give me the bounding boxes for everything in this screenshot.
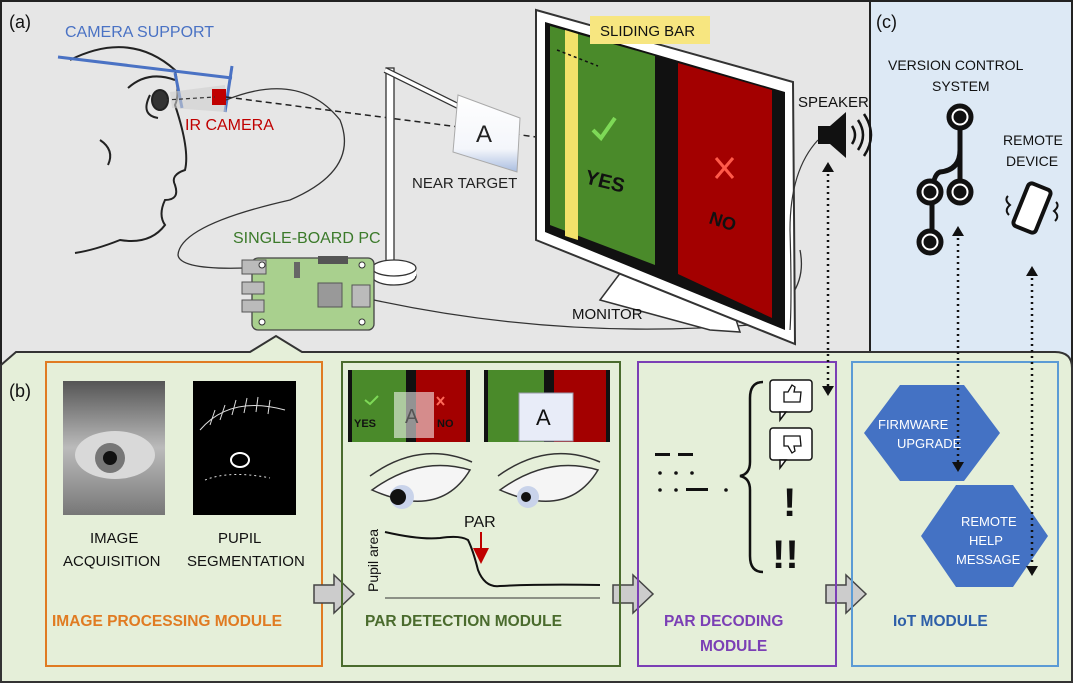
acquisition-label-2: ACQUISITION — [63, 553, 161, 570]
thumbs-up-icon — [769, 379, 813, 423]
single-board-pc-illustration — [241, 256, 375, 331]
segmentation-label-1: PUPIL — [218, 530, 261, 547]
remote-help-label-3: MESSAGE — [956, 552, 1021, 567]
thumb-letter-focused: A — [536, 405, 551, 430]
firmware-label-1: FIRMWARE — [878, 417, 949, 432]
speaker-label: SPEAKER — [798, 94, 869, 111]
monitor-label: MONITOR — [572, 306, 643, 323]
acquisition-label-1: IMAGE — [90, 530, 138, 547]
par-decoding-module-box — [637, 361, 837, 667]
image-processing-module-box — [45, 361, 323, 667]
pupil-segmentation-image — [193, 381, 296, 515]
pupil-area-axis-label: Pupil area — [365, 529, 381, 592]
near-target-letter: A — [476, 121, 492, 148]
screen-thumbnail-focused — [484, 370, 610, 442]
dotted-connectors — [826, 168, 1034, 570]
decoding-brace — [739, 380, 764, 574]
monitor-illustration — [535, 8, 797, 346]
par-detection-module-box — [341, 361, 621, 667]
smartphone-icon — [1005, 181, 1059, 235]
par-detection-title: PAR DETECTION MODULE — [365, 613, 562, 630]
sliding-bar-label: SLIDING BAR — [600, 23, 695, 40]
thumb-no-label: NO — [437, 418, 454, 430]
camera-sight-line — [164, 96, 216, 101]
par-decoding-title-2: MODULE — [700, 638, 767, 655]
thumb-letter-blurred: A — [405, 406, 419, 428]
eye-constricted-sketch — [497, 452, 601, 508]
sliding-bar-arrow — [556, 49, 599, 67]
flow-arrow-1 — [313, 573, 356, 615]
panel-label-a: (a) — [9, 12, 31, 32]
sliding-bar-label-box — [590, 16, 710, 44]
ir-camera-icon — [212, 89, 226, 105]
near-target-label: NEAR TARGET — [412, 175, 517, 192]
connector-arrowheads — [822, 162, 1038, 576]
flow-arrow-2 — [612, 573, 655, 615]
version-control-label-1: VERSION CONTROL — [888, 57, 1024, 73]
image-processing-title: IMAGE PROCESSING MODULE — [52, 613, 282, 630]
ir-camera-label: IR CAMERA — [185, 117, 274, 134]
par-marker-label: PAR — [464, 514, 496, 531]
eye-photo-pupil — [103, 451, 117, 465]
firmware-hexagon — [864, 385, 1000, 481]
thumb-yes-label: YES — [354, 418, 376, 430]
remote-device-label-1: REMOTE — [1003, 132, 1063, 148]
near-target-card — [452, 94, 521, 173]
morse-code-symbols — [655, 453, 728, 492]
iot-module-box — [851, 361, 1059, 667]
exclamation-double: !! — [772, 533, 799, 577]
speaker-icon — [818, 112, 873, 158]
speaker-cable — [789, 139, 819, 331]
remote-device-label-2: DEVICE — [1006, 153, 1058, 169]
segmentation-label-2: SEGMENTATION — [187, 553, 305, 570]
par-decoding-title-1: PAR DECODING — [664, 613, 783, 630]
remote-help-label-2: HELP — [969, 533, 1003, 548]
eye-dilated-sketch — [369, 452, 473, 509]
panel-label-b: (b) — [9, 381, 31, 401]
remote-help-label-1: REMOTE — [961, 514, 1017, 529]
firmware-label-2: UPGRADE — [897, 436, 962, 451]
version-control-label-2: SYSTEM — [932, 78, 990, 94]
camera-support-label: CAMERA SUPPORT — [65, 24, 214, 41]
screen-thumbnail-blurred — [348, 370, 470, 442]
branch-icon — [916, 103, 974, 256]
segmented-pupil-ring — [230, 452, 250, 468]
near-target-stand — [371, 67, 464, 286]
iot-module-title: IoT MODULE — [893, 613, 988, 630]
thumbs-down-icon — [769, 427, 813, 471]
camera-cable — [177, 88, 345, 269]
remote-help-hexagon — [921, 485, 1048, 587]
segmentation-lashes — [199, 396, 286, 481]
exclamation-single: ! — [783, 481, 796, 525]
flow-arrow-3 — [825, 573, 868, 615]
single-board-pc-label: SINGLE-BOARD PC — [233, 230, 381, 247]
panel-label-c: (c) — [876, 12, 897, 32]
